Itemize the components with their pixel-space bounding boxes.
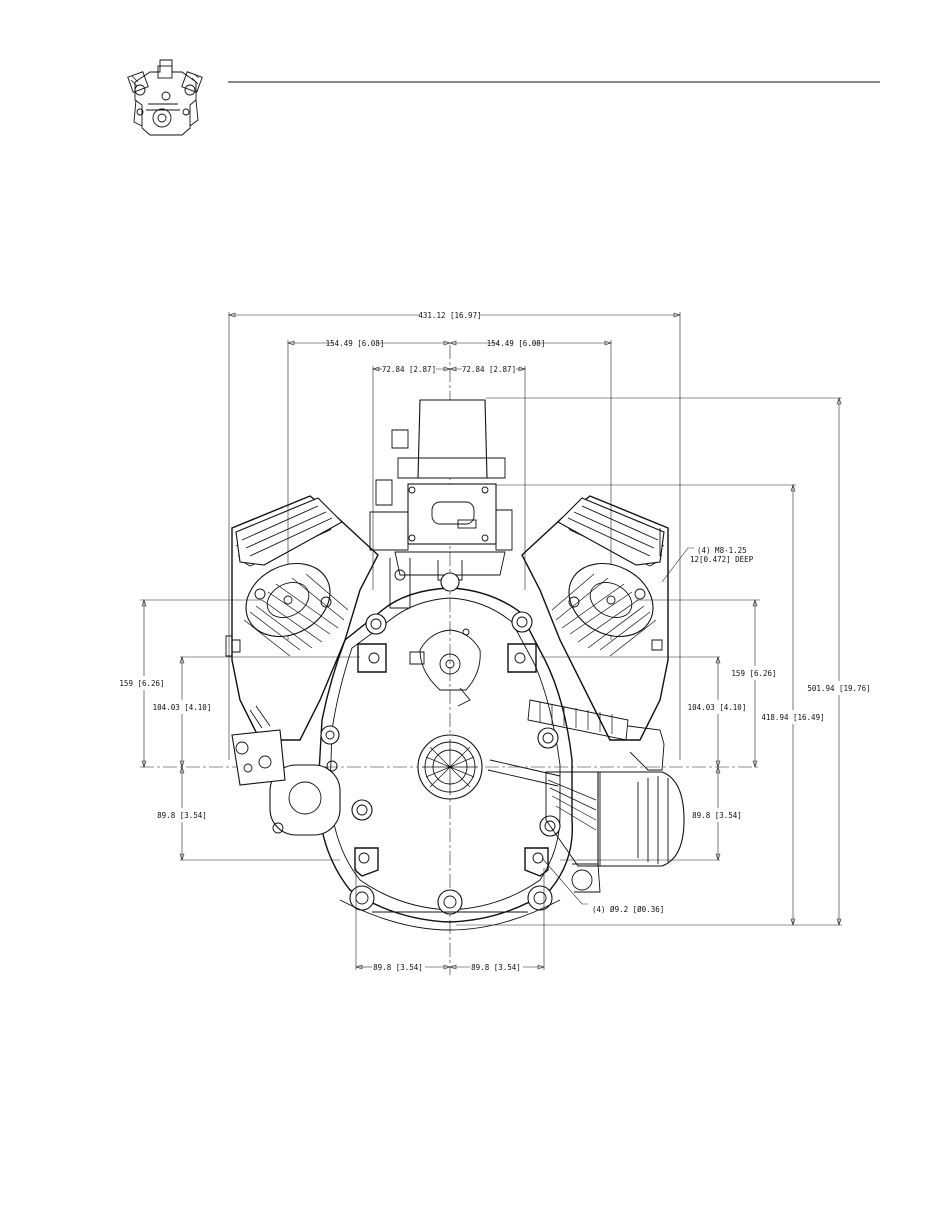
dimension-lines	[140, 312, 842, 970]
note-thread-line1: (4) M8-1.25	[697, 546, 747, 555]
dim-right-height-upper: 159 [6.26]	[731, 669, 776, 678]
engine-outline	[225, 399, 685, 931]
dim-left-height-mid: 104.03 [4.10]	[153, 703, 212, 712]
dim-carb-right-offset: 72.84 [2.87]	[462, 365, 516, 374]
dim-overall-height-b: 501.94 [19.76]	[807, 684, 870, 693]
note-thread-line2: 12[0.472] DEEP	[690, 555, 754, 564]
dim-right-height-lower: 89.8 [3.54]	[692, 811, 742, 820]
engine-thumbnail-icon	[127, 59, 203, 136]
dim-cyl-left-offset: 154.49 [6.08]	[326, 339, 385, 348]
dim-bottom-left: 89.8 [3.54]	[373, 963, 423, 972]
dim-left-height-lower: 89.8 [3.54]	[157, 811, 207, 820]
dimension-labels: 431.12 [16.97] 154.49 [6.08] 154.49 [6.0…	[119, 311, 870, 972]
dim-overall-width: 431.12 [16.97]	[418, 311, 481, 320]
dim-carb-left-offset: 72.84 [2.87]	[382, 365, 436, 374]
dim-overall-height-a: 418.94 [16.49]	[761, 713, 824, 722]
note-holes: (4) Ø9.2 [Ø0.36]	[592, 905, 664, 914]
dim-right-height-mid: 104.03 [4.10]	[688, 703, 747, 712]
dim-bottom-right: 89.8 [3.54]	[471, 963, 521, 972]
dim-cyl-right-offset: 154.49 [6.08]	[487, 339, 546, 348]
dim-left-height-upper: 159 [6.26]	[119, 679, 164, 688]
